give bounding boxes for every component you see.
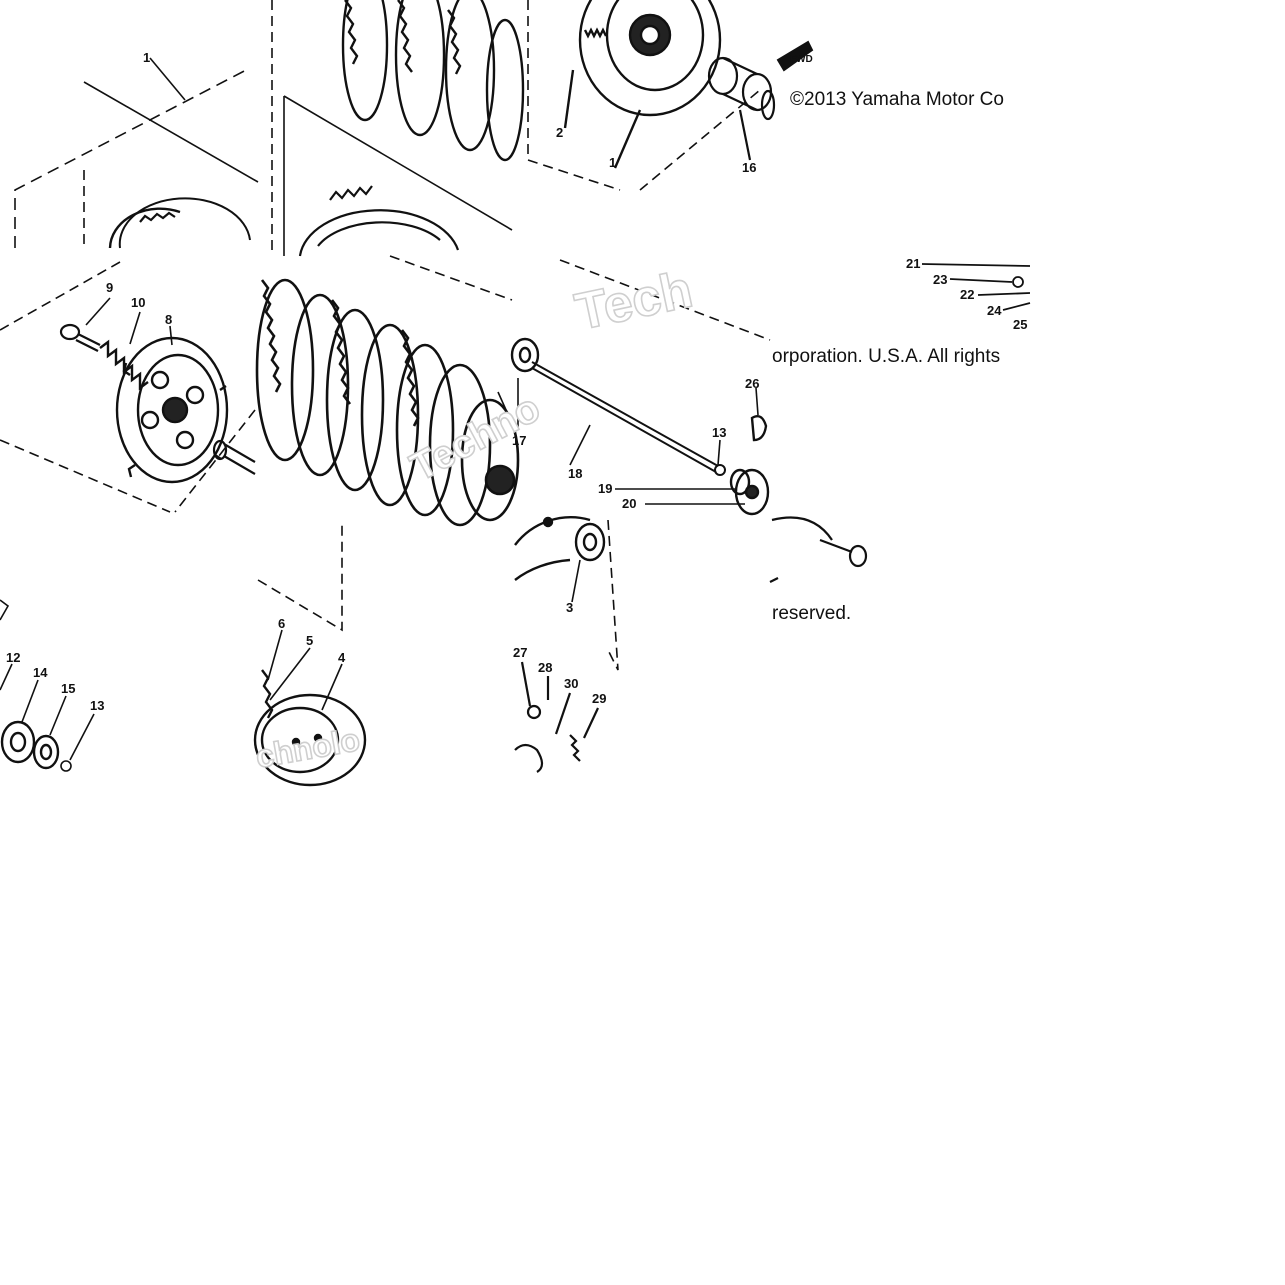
tile-top-right: FWD bbox=[527, 0, 814, 191]
callout-19: 19 bbox=[598, 481, 612, 496]
tile-middle-right bbox=[510, 259, 1031, 516]
copyright-line-3: reserved. bbox=[772, 603, 852, 624]
copyright-line-1: ©2013 Yamaha Motor Co bbox=[790, 89, 1004, 110]
callout-5: 5 bbox=[306, 633, 313, 648]
callout-26: 26 bbox=[745, 376, 759, 391]
pressure-plate-8 bbox=[115, 336, 229, 484]
housing-edge bbox=[514, 516, 591, 581]
callout-3: 3 bbox=[566, 600, 573, 615]
clutch-plate-stack bbox=[255, 278, 520, 527]
watermark-fragment: Tech bbox=[570, 261, 697, 342]
clutch-spring-10 bbox=[99, 339, 149, 391]
tile-top-middle bbox=[271, 0, 525, 257]
callout-2: 2 bbox=[556, 125, 563, 140]
callout-28: 28 bbox=[538, 660, 552, 675]
sleeve-16 bbox=[707, 56, 776, 161]
tile-top-left bbox=[14, 57, 259, 249]
callout-16: 16 bbox=[742, 160, 756, 175]
callout-17: 17 bbox=[512, 433, 526, 448]
callout-13a: 13 bbox=[712, 425, 726, 440]
bolt-9 bbox=[59, 323, 101, 352]
watermark-fragment: chnolo bbox=[253, 721, 363, 775]
callout-6: 6 bbox=[278, 616, 285, 631]
callout-9: 9 bbox=[106, 280, 113, 295]
screws-21-25 bbox=[921, 263, 1031, 311]
primary-driven-gear bbox=[563, 0, 722, 169]
clutch-boss-4 bbox=[253, 669, 367, 787]
washer-17 bbox=[510, 337, 540, 373]
callout-30: 30 bbox=[564, 676, 578, 691]
callout-14: 14 bbox=[33, 665, 48, 680]
clutch-boss-partial bbox=[108, 197, 251, 249]
callout-27: 27 bbox=[513, 645, 527, 660]
tile-middle-left bbox=[0, 261, 256, 513]
adjuster-bolt bbox=[769, 516, 868, 583]
push-rod-18 bbox=[531, 361, 726, 476]
thrust-washer-3 bbox=[574, 522, 606, 562]
tile-bottom-middle bbox=[253, 520, 367, 787]
fwd-arrow: FWD bbox=[776, 40, 814, 72]
callout-12: 12 bbox=[6, 650, 20, 665]
tile-center bbox=[255, 255, 520, 527]
tile-bottom-left bbox=[0, 599, 95, 772]
push-rod-short bbox=[212, 439, 256, 475]
friction-plates-upper bbox=[341, 0, 525, 162]
callout-4: 4 bbox=[338, 650, 346, 665]
fwd-label: FWD bbox=[790, 54, 813, 65]
copyright-line-2: orporation. U.S.A. All rights bbox=[772, 346, 1001, 367]
washer-15 bbox=[32, 734, 60, 770]
callout-8: 8 bbox=[165, 312, 172, 327]
housing-lower-ring bbox=[298, 185, 460, 257]
callout-20: 20 bbox=[622, 496, 636, 511]
seal-and-lever bbox=[729, 415, 770, 516]
callout-15: 15 bbox=[61, 681, 75, 696]
callout-24: 24 bbox=[987, 303, 1002, 318]
tile-bottom-right bbox=[514, 516, 868, 773]
callout-21: 21 bbox=[906, 256, 920, 271]
callout-1b: 1 bbox=[609, 155, 616, 170]
callout-25: 25 bbox=[1013, 317, 1027, 332]
callout-1: 1 bbox=[143, 50, 150, 65]
callout-23: 23 bbox=[933, 272, 947, 287]
lever-assembly bbox=[514, 661, 599, 773]
nut-14 bbox=[0, 720, 36, 764]
callout-10: 10 bbox=[131, 295, 145, 310]
callout-29: 29 bbox=[592, 691, 606, 706]
callout-13b: 13 bbox=[90, 698, 104, 713]
callout-22: 22 bbox=[960, 287, 974, 302]
callout-18: 18 bbox=[568, 466, 582, 481]
